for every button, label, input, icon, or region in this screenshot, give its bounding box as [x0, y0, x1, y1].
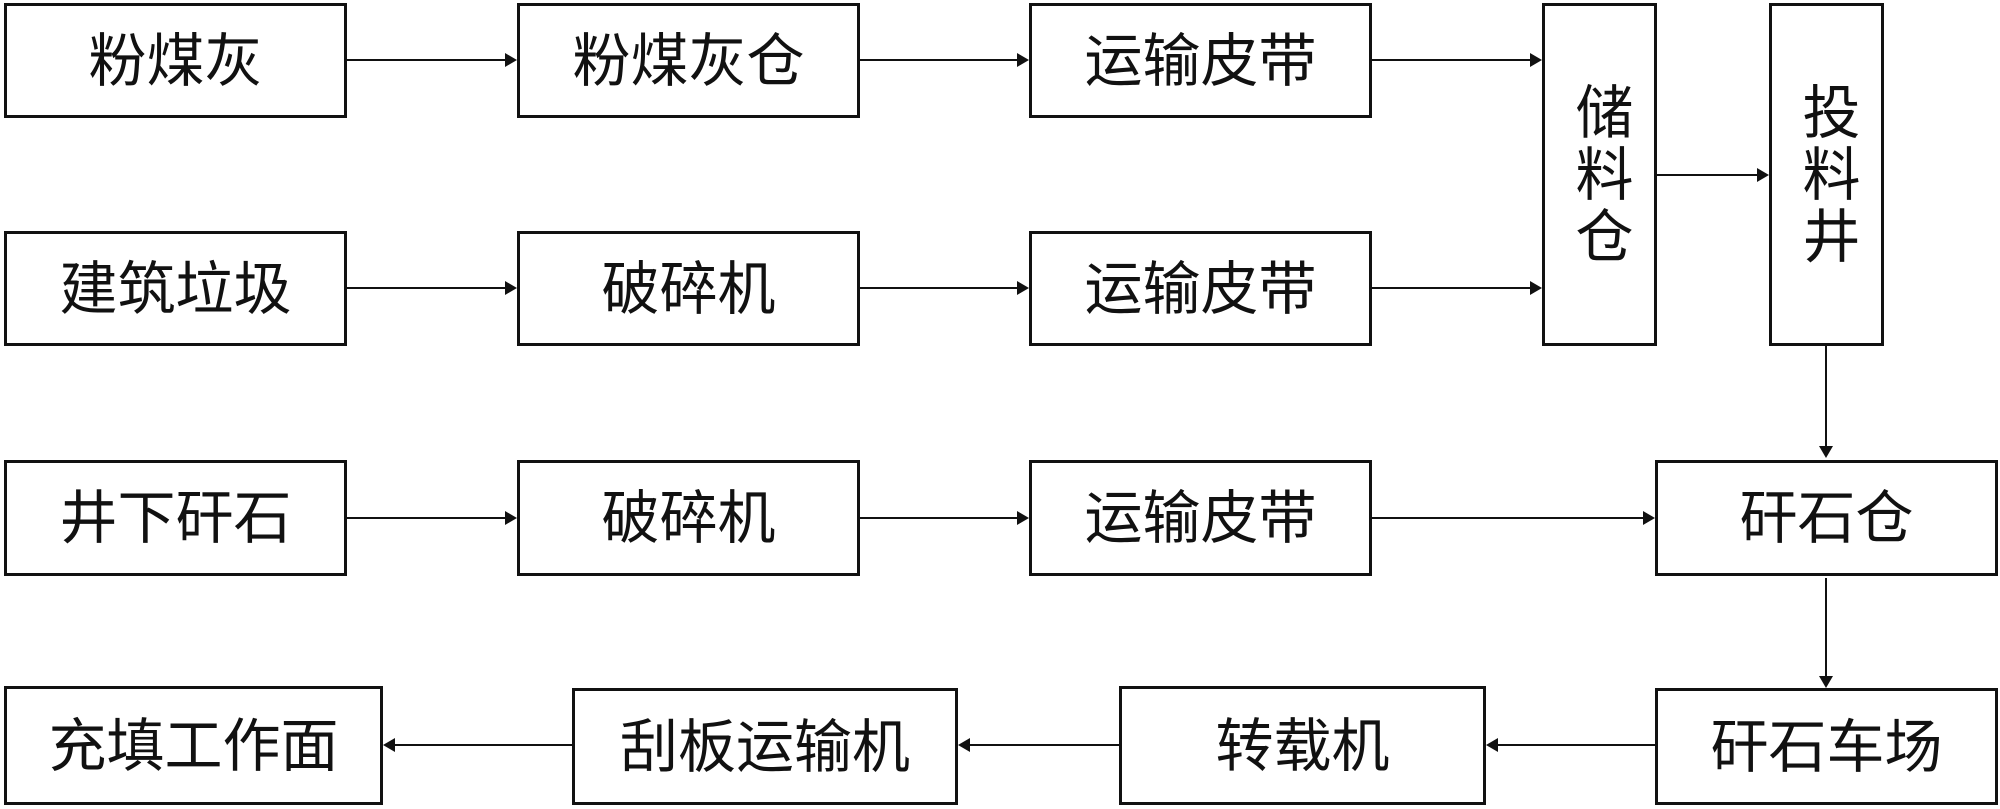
arrow-scraper-conveyor-to-filling-face — [383, 738, 572, 752]
node-label: 运输皮带 — [1084, 484, 1317, 552]
node-label: 粉煤灰 — [88, 26, 263, 95]
node-label: 井下矸石 — [59, 484, 292, 552]
node-label: 充填工作面 — [48, 711, 339, 780]
arrow-feed-shaft-to-gangue-bin — [1819, 346, 1833, 458]
arrow-gangue-yard-to-transfer-machine — [1486, 738, 1655, 752]
arrow-silo-to-belt-1 — [860, 53, 1029, 67]
node-filling-face: 充填工作面 — [4, 686, 383, 805]
node-scraper-conveyor: 刮板运输机 — [572, 688, 958, 805]
node-label: 建筑垃圾 — [59, 254, 292, 323]
node-construction-waste: 建筑垃圾 — [4, 231, 347, 346]
node-belt-2: 运输皮带 — [1029, 231, 1372, 346]
arrow-belt-3-to-gangue-bin — [1372, 511, 1655, 525]
node-transfer-machine: 转载机 — [1119, 686, 1486, 805]
node-label: 运输皮带 — [1084, 26, 1317, 95]
node-label: 投料井 — [1792, 81, 1861, 268]
node-label: 转载机 — [1215, 711, 1390, 780]
node-label: 储料仓 — [1565, 81, 1634, 268]
node-label: 运输皮带 — [1084, 254, 1317, 323]
arrow-belt-2-to-storage-bin — [1372, 281, 1542, 295]
node-label: 破碎机 — [601, 484, 776, 552]
node-fly-ash: 粉煤灰 — [4, 3, 347, 118]
node-gangue-yard: 矸石车场 — [1655, 688, 1998, 805]
node-belt-3: 运输皮带 — [1029, 460, 1372, 576]
arrow-transfer-machine-to-scraper-conveyor — [958, 738, 1119, 752]
arrow-gangue-bin-to-gangue-yard — [1819, 578, 1833, 688]
node-fly-ash-silo: 粉煤灰仓 — [517, 3, 860, 118]
node-label: 破碎机 — [601, 254, 776, 323]
node-label: 刮板运输机 — [619, 712, 910, 781]
arrow-belt-1-to-storage-bin — [1372, 53, 1542, 67]
arrow-construction-waste-to-crusher-1 — [347, 281, 517, 295]
node-label: 矸石仓 — [1739, 484, 1914, 552]
node-feed-shaft: 投料井 — [1769, 3, 1884, 346]
node-belt-1: 运输皮带 — [1029, 3, 1372, 118]
node-crusher-1: 破碎机 — [517, 231, 860, 346]
node-crusher-2: 破碎机 — [517, 460, 860, 576]
node-label: 粉煤灰仓 — [572, 26, 805, 95]
arrow-crusher-1-to-belt-2 — [860, 281, 1029, 295]
arrow-fly-ash-to-silo — [347, 53, 517, 67]
node-storage-bin: 储料仓 — [1542, 3, 1657, 346]
node-label: 矸石车场 — [1710, 712, 1943, 781]
arrow-storage-bin-to-feed-shaft — [1657, 168, 1769, 182]
arrow-crusher-2-to-belt-3 — [860, 511, 1029, 525]
node-underground-gangue: 井下矸石 — [4, 460, 347, 576]
node-gangue-bin: 矸石仓 — [1655, 460, 1998, 576]
arrow-underground-gangue-to-crusher-2 — [347, 511, 517, 525]
